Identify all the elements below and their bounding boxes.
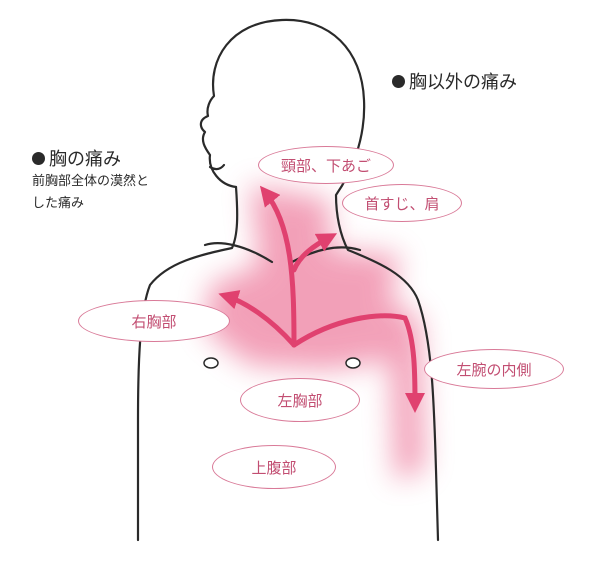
chest-pain-heading: 胸の痛み (32, 145, 121, 171)
chest-pain-description-line2: した痛み (32, 193, 149, 215)
chest-pain-title: 胸の痛み (49, 145, 121, 171)
chest-pain-description-line1: 前胸部全体の漠然と (32, 171, 149, 193)
bullet-dot (392, 75, 405, 88)
label-left-chest: 左胸部 (240, 378, 360, 422)
left-nipple (346, 358, 360, 368)
label-neck-shoulder: 首すじ、肩 (342, 184, 462, 222)
label-left-arm-inner: 左腕の内側 (424, 349, 564, 389)
label-upper-abdomen: 上腹部 (212, 445, 336, 489)
other-pain-title: 胸以外の痛み (409, 68, 517, 94)
chest-pain-description: 前胸部全体の漠然と した痛み (32, 171, 149, 215)
bullet-dot (32, 152, 45, 165)
other-pain-heading: 胸以外の痛み (392, 68, 517, 94)
label-right-chest: 右胸部 (78, 300, 230, 342)
label-neck-jaw: 頸部、下あご (258, 146, 394, 184)
right-nipple (204, 358, 218, 368)
